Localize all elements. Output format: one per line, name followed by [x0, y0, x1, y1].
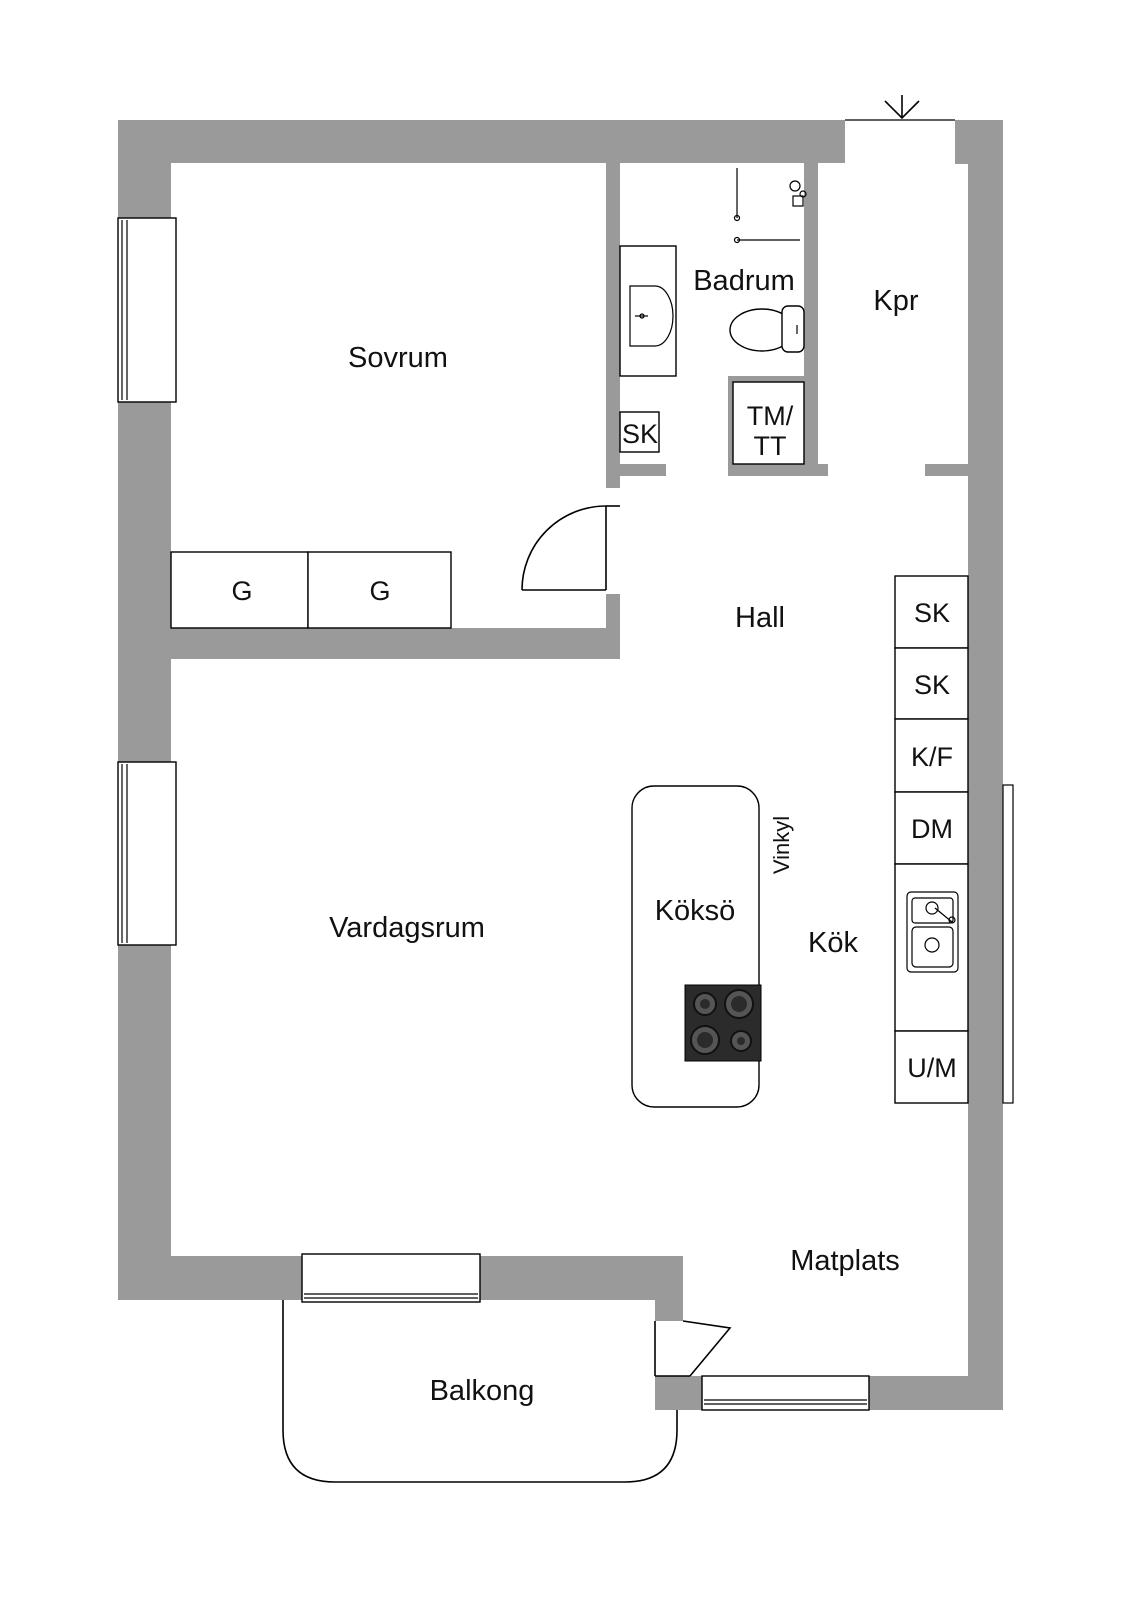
room-label-kokso: Köksö — [655, 895, 736, 927]
fixture-label-bath-sk: SK — [622, 419, 658, 449]
windows — [117, 217, 870, 1411]
fixture-label-tm: TM/ — [747, 401, 794, 431]
fixture-label-tt: TT — [754, 431, 787, 461]
fixture-label-kf: K/F — [911, 742, 953, 772]
walls — [118, 120, 1003, 1410]
room-label-kpr: Kpr — [873, 285, 918, 317]
fixture-label-um: U/M — [907, 1053, 957, 1083]
wall-bump — [1002, 784, 1014, 1104]
room-label-kok: Kök — [808, 927, 858, 959]
doors — [521, 95, 955, 1377]
bedroom-wardrobes — [170, 551, 452, 629]
room-label-sovrum: Sovrum — [348, 342, 448, 374]
bathroom-fixtures — [619, 168, 807, 465]
room-label-vinkyl: Vinkyl — [769, 816, 794, 874]
fixture-label-kitchen-sk-1: SK — [914, 598, 950, 628]
balcony-outline — [282, 1300, 678, 1483]
sink-icon — [906, 891, 959, 973]
cooktop-icon — [684, 984, 762, 1062]
fixture-label-kitchen-sk-2: SK — [914, 670, 950, 700]
room-label-badrum: Badrum — [693, 265, 795, 297]
fixture-label-dm: DM — [911, 814, 953, 844]
fixture-label-wardrobe-2: G — [369, 576, 390, 606]
fixture-label-wardrobe-1: G — [231, 576, 252, 606]
labels: Sovrum Badrum Kpr Hall Vardagsrum Köksö … — [231, 265, 956, 1407]
room-label-matplats: Matplats — [790, 1245, 900, 1277]
room-label-vardagsrum: Vardagsrum — [329, 912, 485, 944]
room-label-hall: Hall — [735, 602, 785, 634]
room-label-balkong: Balkong — [430, 1375, 535, 1407]
